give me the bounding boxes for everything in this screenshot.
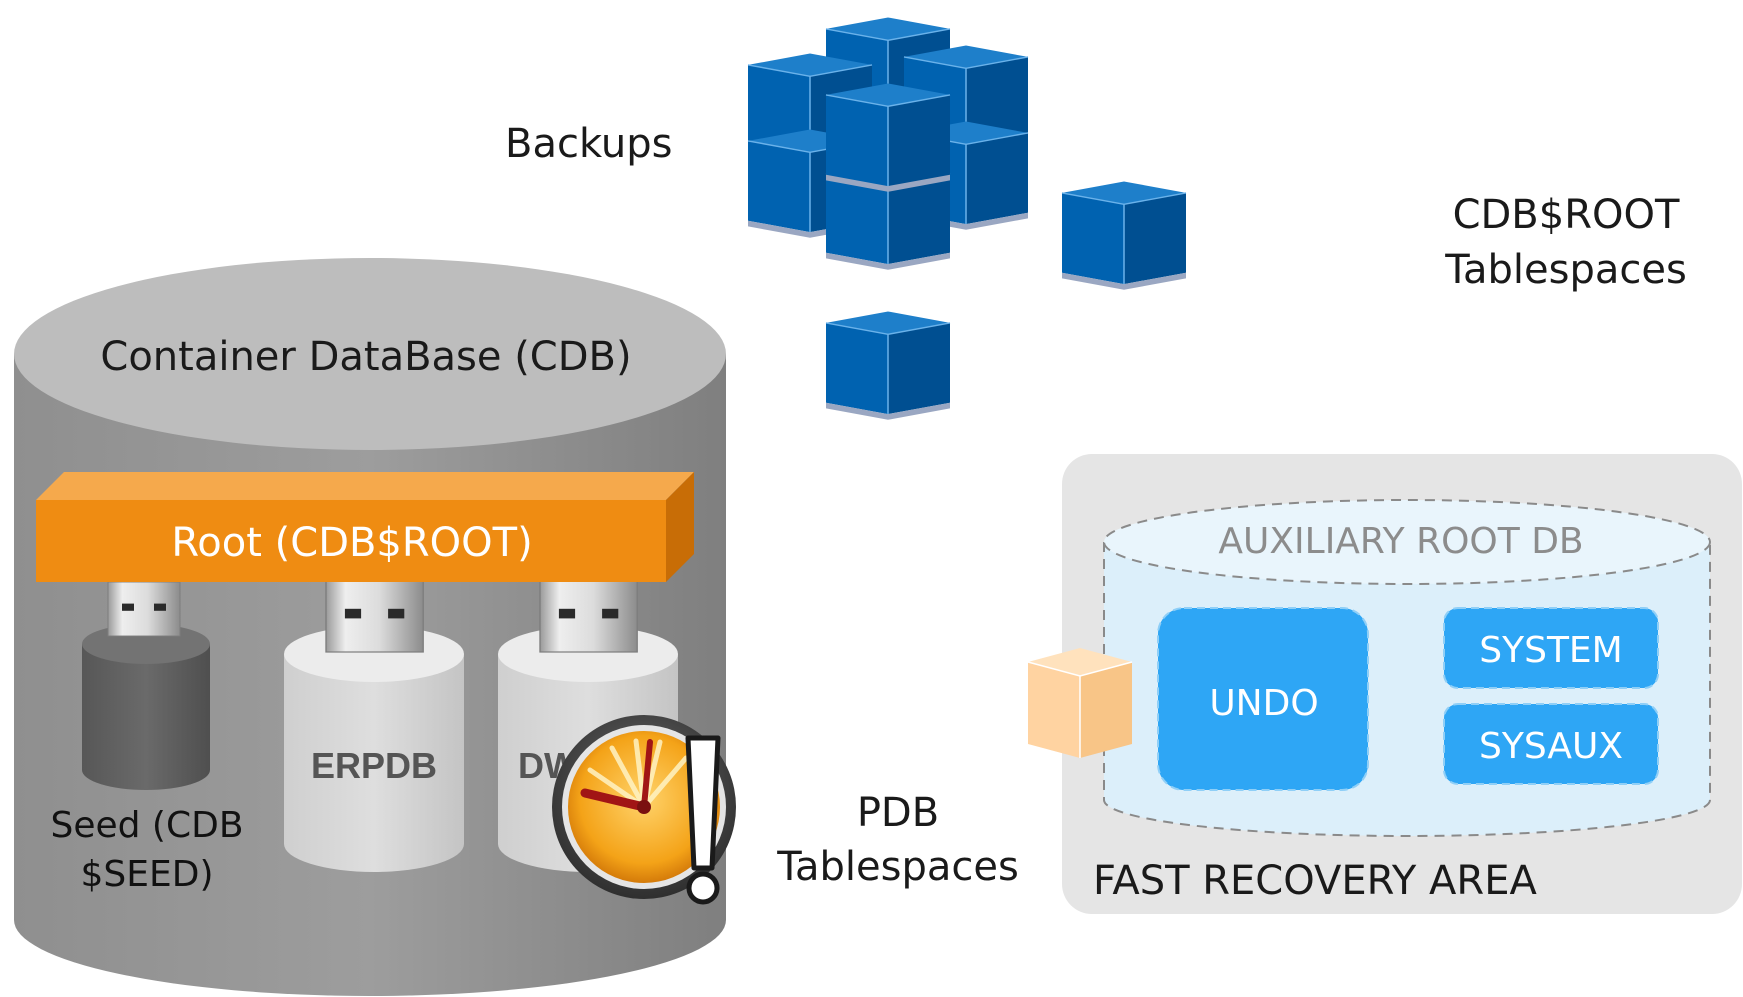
undo-label: UNDO [1209,683,1318,724]
cdb-root-tablespaces-label-line2: Tablespaces [1444,247,1687,293]
undo-tablespace: UNDO [1157,607,1369,791]
pdb-tablespace-cube-icon [825,310,951,421]
erpdb-usb-plug-icon [325,579,424,653]
cdb-root-tablespace-cube-icon [1061,180,1187,291]
seed-pdb-cylinder [82,624,210,790]
sysaux-label: SYSAUX [1479,726,1623,767]
pdb-tablespaces-label-line1: PDB [857,790,939,836]
erpdb-label: ERPDB [311,745,437,786]
root-label: Root (CDB$ROOT) [171,520,532,566]
seed-label-line1: Seed (CDB [50,805,243,846]
backups-label: Backups [505,121,672,167]
pdb-tablespaces-label-line2: Tablespaces [776,844,1019,890]
erpdb-cylinder: ERPDB [284,626,464,872]
auxiliary-cube-icon [1027,647,1133,759]
backups-cube-cluster-icon [747,16,1029,271]
system-tablespace: SYSTEM [1443,607,1659,689]
dw-usb-plug-icon [539,579,638,653]
sysaux-tablespace: SYSAUX [1443,703,1659,785]
system-label: SYSTEM [1479,630,1623,671]
alarm-clock-warning-icon [552,715,736,905]
seed-label-line2: $SEED) [80,854,213,895]
root-bar: Root (CDB$ROOT) [36,472,694,582]
fra-title: FAST RECOVERY AREA [1093,858,1537,904]
cdb-root-tablespaces-label-line1: CDB$ROOT [1453,192,1680,238]
aux-root-db-title: AUXILIARY ROOT DB [1218,521,1583,562]
cdb-title: Container DataBase (CDB) [100,334,631,380]
seed-usb-plug-icon [107,581,181,637]
